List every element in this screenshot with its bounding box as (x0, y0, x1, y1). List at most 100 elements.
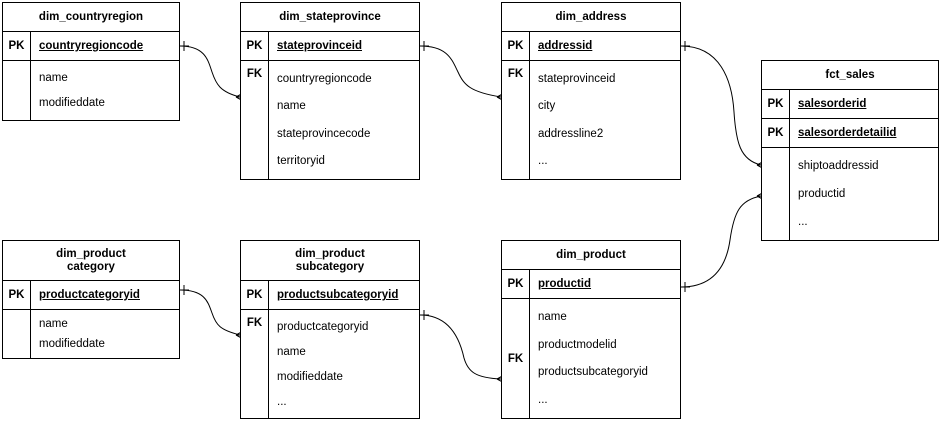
entity-title: dim_product (502, 241, 680, 270)
relationship-productcategory-to-subcategory[interactable] (179, 285, 248, 342)
relationship-line (419, 314, 502, 380)
key-label: PK (502, 32, 530, 60)
field-name: salesorderdetailid (798, 127, 897, 139)
foreign-key-label: FK (502, 299, 530, 418)
entity-key-row[interactable]: PK salesorderid (762, 90, 938, 119)
entity-attribute-block: shiptoaddressid productid... (762, 148, 938, 240)
relationship-countryregion-to-stateprovince[interactable] (179, 41, 248, 104)
cardinality-one-marker (680, 41, 690, 51)
entity-attribute-block: name modifieddate (3, 310, 179, 358)
attribute-name: countryregioncode (277, 72, 372, 85)
attribute-name: modifieddate (39, 97, 105, 110)
entity-attribute-block: FK countryregioncode name stateprovincecode… (241, 61, 419, 179)
foreign-key-label: FK (241, 61, 269, 179)
attribute-name: ... (798, 216, 808, 228)
relationship-product-to-fctsales[interactable] (680, 189, 769, 292)
field-name: productcategoryid (39, 289, 140, 301)
entity-title: dim_product subcategory (241, 241, 419, 281)
cardinality-one-marker (680, 282, 690, 292)
attribute-name: productid (798, 188, 846, 200)
key-label: PK (762, 119, 790, 147)
entity-key-row[interactable]: PK countryregioncode (3, 32, 179, 61)
cardinality-one-marker (419, 41, 429, 51)
attribute-list: shiptoaddressid productid... (790, 148, 938, 240)
cardinality-one-marker (419, 310, 429, 320)
cardinality-one-marker (179, 285, 189, 295)
entity-attribute-block: FK name productmodelid productsubcategoryid… (502, 299, 680, 418)
attribute-name: productmodelid (538, 338, 617, 351)
attribute-name: name (39, 318, 68, 330)
relationship-line (419, 45, 502, 98)
attribute-name: name (277, 100, 306, 113)
entity-title: dim_address (502, 3, 680, 32)
relationship-stateprovince-to-address[interactable] (419, 41, 509, 104)
attribute-name: productcategoryid (277, 320, 369, 333)
attribute-list: productcategoryid name modifieddate... (269, 310, 419, 418)
relationship-line (179, 45, 241, 98)
relationship-line (680, 45, 762, 166)
key-label: PK (502, 270, 530, 298)
relationship-subcategory-to-product[interactable] (419, 310, 509, 386)
foreign-key-label: FK (502, 61, 530, 179)
attribute-name: modifieddate (277, 370, 343, 383)
entity-attribute-block: FK stateprovinceid city addressline2... (502, 61, 680, 179)
attribute-name: modifieddate (39, 338, 105, 350)
attribute-name: stateprovinceid (538, 72, 616, 85)
entity-key-row[interactable]: PK salesorderdetailid (762, 119, 938, 148)
attribute-name: name (277, 345, 306, 358)
attribute-list: countryregioncode name stateprovincecode te… (269, 61, 419, 179)
relationship-line (179, 289, 241, 336)
entity-title: dim_product category (3, 241, 179, 281)
entity-key-row[interactable]: PK productcategoryid (3, 281, 179, 310)
attribute-list: name modifieddate (31, 61, 179, 120)
attribute-name: city (538, 100, 556, 113)
attribute-name: name (538, 310, 567, 323)
field-name: addressid (538, 40, 593, 52)
attribute-list: name productmodelid productsubcategoryid..… (530, 299, 680, 418)
attribute-name: addressline2 (538, 127, 604, 140)
field-name: stateprovinceid (277, 40, 362, 52)
entity-key-row[interactable]: PK productsubcategoryid (241, 281, 419, 310)
field-name: productsubcategoryid (277, 289, 399, 301)
relationship-line (680, 195, 762, 288)
entity-title: dim_countryregion (3, 3, 179, 32)
key-label: PK (241, 281, 269, 309)
relationship-address-to-fctsales[interactable] (680, 41, 769, 172)
key-column-spacer (762, 148, 790, 240)
entity-title: fct_sales (762, 61, 938, 90)
entity-key-row[interactable]: PK productid (502, 270, 680, 299)
attribute-name: ... (538, 155, 548, 168)
field-name: countryregioncode (39, 40, 144, 52)
key-column-spacer (3, 310, 31, 358)
key-label: PK (3, 281, 31, 309)
attribute-list: name modifieddate (31, 310, 179, 358)
attribute-name: ... (277, 395, 287, 408)
attribute-name: ... (538, 394, 548, 407)
key-label: PK (3, 32, 31, 60)
foreign-key-label: FK (241, 310, 269, 418)
entity-title: dim_stateprovince (241, 3, 419, 32)
attribute-name: territoryid (277, 155, 325, 168)
entity-attribute-block: name modifieddate (3, 61, 179, 120)
key-label: PK (762, 90, 790, 118)
attribute-list: stateprovinceid city addressline2... (530, 61, 680, 179)
entity-key-row[interactable]: PK addressid (502, 32, 680, 61)
key-column-spacer (3, 61, 31, 120)
attribute-name: stateprovincecode (277, 127, 371, 140)
field-name: productid (538, 278, 592, 290)
field-name: salesorderid (798, 98, 867, 110)
entity-key-row[interactable]: PK stateprovinceid (241, 32, 419, 61)
entity-attribute-block: FK productcategoryid name modifieddate... (241, 310, 419, 418)
attribute-name: productsubcategoryid (538, 366, 648, 379)
attribute-name: name (39, 71, 68, 84)
key-label: PK (241, 32, 269, 60)
attribute-name: shiptoaddressid (798, 160, 879, 172)
